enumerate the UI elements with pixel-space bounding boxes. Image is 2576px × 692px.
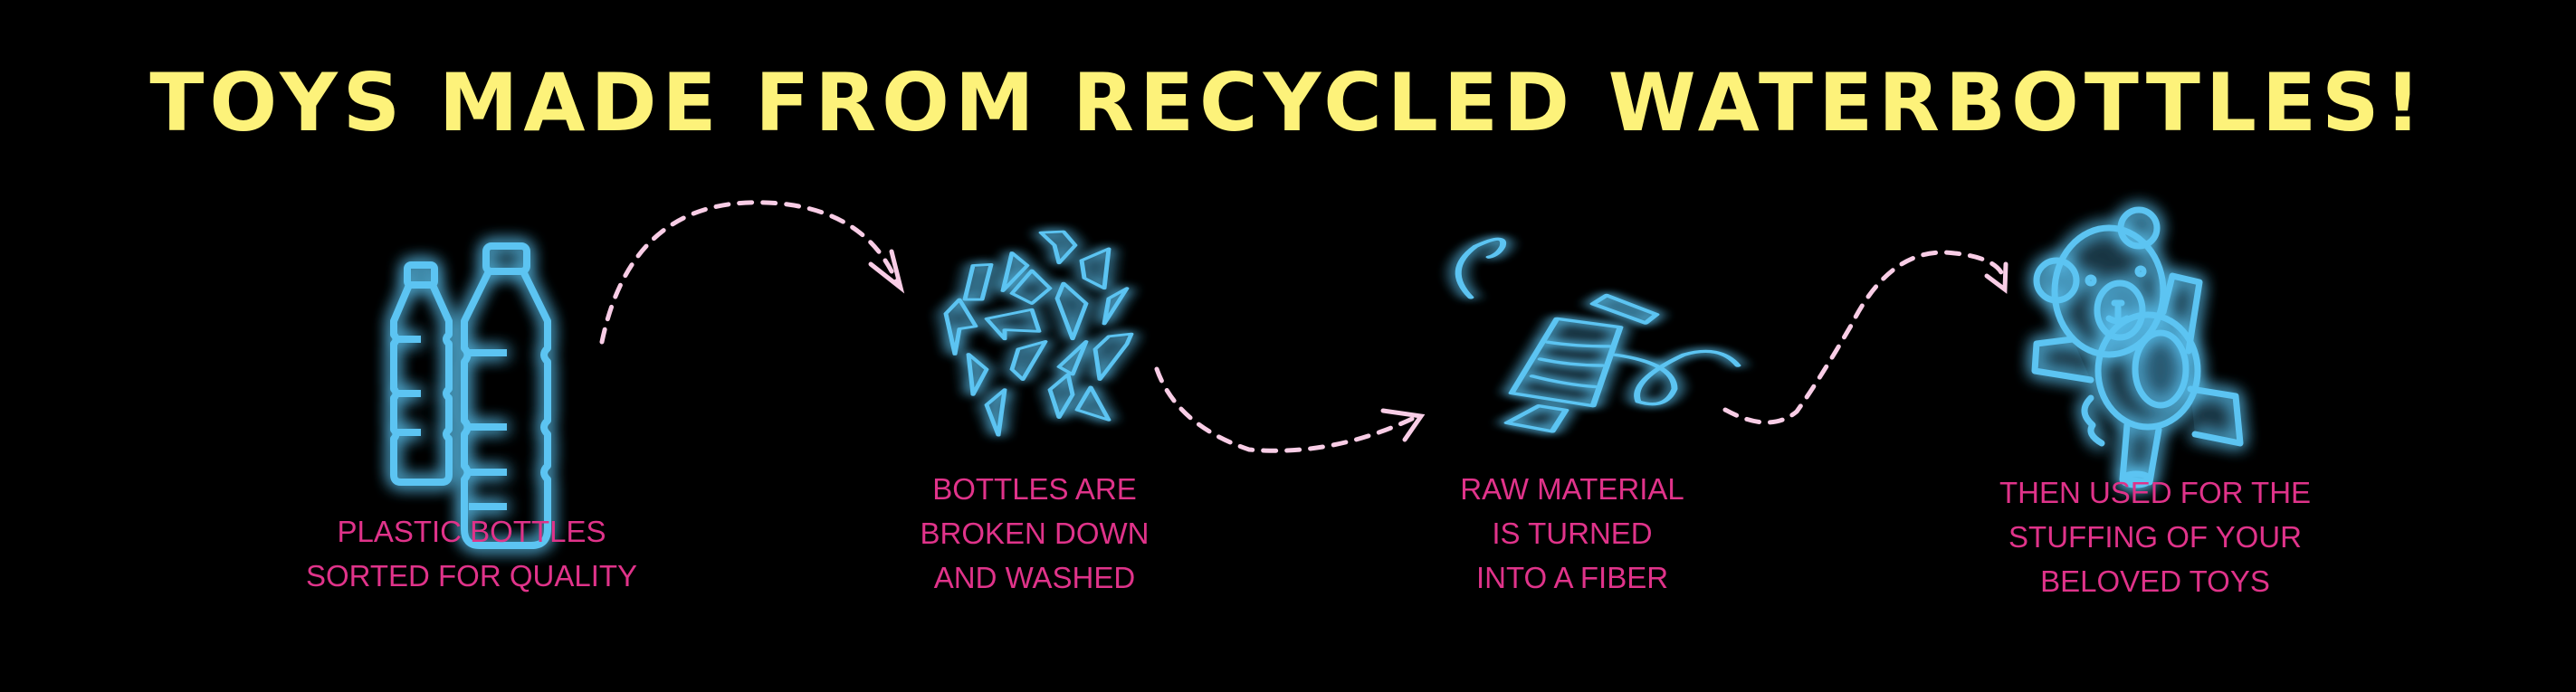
caption-line: PLASTIC BOTTLES <box>337 515 606 548</box>
arrow-3 <box>1722 250 2006 425</box>
caption-line: RAW MATERIAL <box>1460 472 1684 506</box>
caption-line: BELOVED TOYS <box>2040 564 2270 598</box>
caption-line: BROKEN DOWN <box>920 517 1150 550</box>
caption-line: SORTED FOR QUALITY <box>305 559 638 592</box>
arrow-1 <box>599 200 901 345</box>
caption-line: STUFFING OF YOUR <box>2008 520 2302 554</box>
flow-arrows <box>599 200 2008 453</box>
plastic-bottles-icon <box>390 242 551 549</box>
thread-spool-icon <box>1455 237 1741 433</box>
caption-line: IS TURNED <box>1492 517 1653 550</box>
arrow-1-head <box>868 249 905 294</box>
arrow-2-head <box>1380 408 1426 442</box>
step-3-caption: RAW MATERIAL IS TURNED INTO A FIBER <box>1301 467 1844 600</box>
plastic-fragments-icon <box>943 230 1134 437</box>
step-2-caption: BOTTLES ARE BROKEN DOWN AND WASHED <box>763 467 1306 600</box>
caption-line: THEN USED FOR THE <box>1999 476 2312 509</box>
step-4-caption: THEN USED FOR THE STUFFING OF YOUR BELOV… <box>1884 470 2427 603</box>
arrow-3-head <box>1984 261 2008 294</box>
step-1-caption: PLASTIC BOTTLES SORTED FOR QUALITY <box>200 509 743 598</box>
caption-line: AND WASHED <box>933 561 1136 594</box>
arrow-2 <box>1154 366 1415 453</box>
teddy-bear-icon <box>2031 206 2244 488</box>
caption-line: INTO A FIBER <box>1475 561 1669 594</box>
page-title: TOYS MADE FROM RECYCLED WATERBOTTLES! <box>149 56 2427 149</box>
caption-line: BOTTLES ARE <box>932 472 1137 506</box>
